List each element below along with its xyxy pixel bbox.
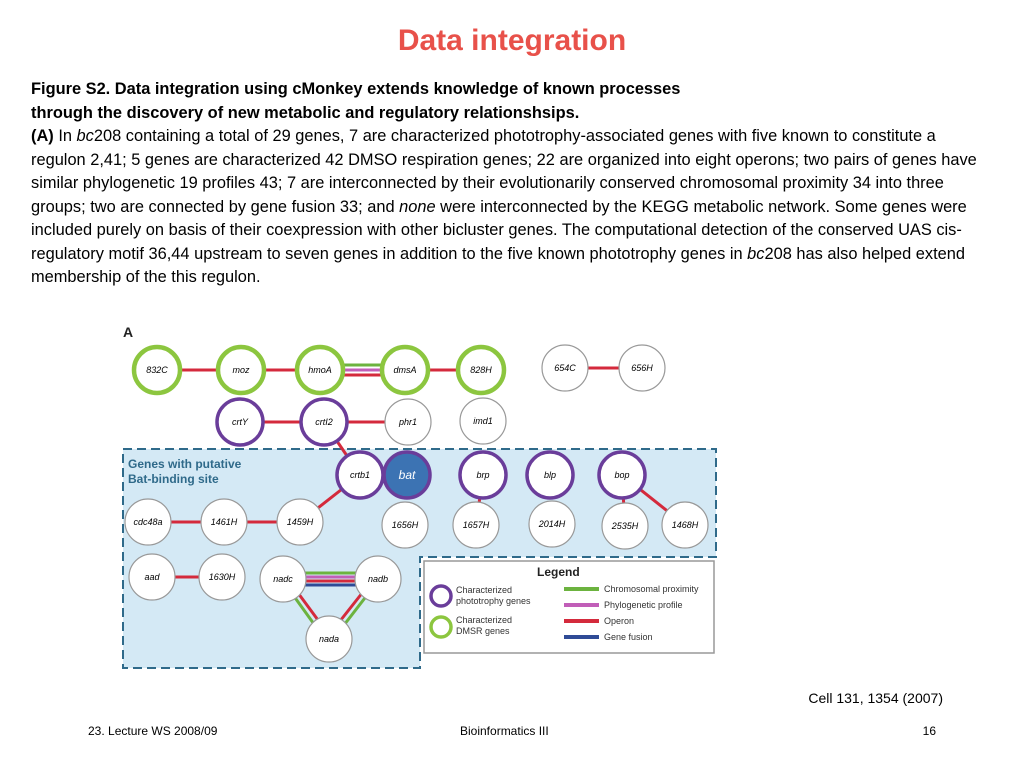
node-blp: blp [525, 450, 575, 500]
node-crtb1-label: crtb1 [350, 470, 370, 480]
legend-fusion-label: Gene fusion [604, 632, 653, 642]
node-imd1: imd1 [459, 397, 507, 445]
node-1459h: 1459H [276, 498, 324, 546]
node-1630h-label: 1630H [209, 572, 236, 582]
panel-label: A [123, 324, 133, 340]
node-crtb1: crtb1 [335, 450, 385, 500]
caption-paragraph: (A) In bc208 containing a total of 29 ge… [31, 125, 991, 290]
para-text-2: 208 containing a total of 29 genes, 7 ar… [31, 127, 977, 216]
node-656h-label: 656H [631, 363, 653, 373]
region-title-line-1: Genes with putative [128, 457, 242, 471]
node-1461h-label: 1461H [211, 517, 238, 527]
node-hmoa: hmoA [294, 344, 346, 396]
node-cdc48a-label: cdc48a [133, 517, 162, 527]
node-imd1-label: imd1 [473, 416, 493, 426]
footer-page-number: 16 [922, 724, 936, 738]
node-nadb: nadb [354, 555, 402, 603]
node-1461h: 1461H [200, 498, 248, 546]
node-2535h: 2535H [601, 502, 649, 550]
node-832c-label: 832C [146, 365, 168, 375]
figure-caption: Figure S2. Data integration using cMonke… [31, 78, 991, 290]
node-1468h-label: 1468H [672, 520, 699, 530]
caption-heading-line-1: Figure S2. Data integration using cMonke… [31, 80, 681, 98]
node-hmoa-label: hmoA [308, 365, 332, 375]
node-1656h-label: 1656H [392, 520, 419, 530]
legend-operon-label: Operon [604, 616, 634, 626]
node-brp: brp [458, 450, 508, 500]
node-1656h: 1656H [381, 501, 429, 549]
node-1468h: 1468H [661, 501, 709, 549]
para-italic-bc-2: bc [747, 244, 765, 263]
node-brp-label: brp [476, 470, 489, 480]
slide-title: Data integration [397, 24, 627, 57]
node-2014h: 2014H [528, 500, 576, 548]
bat-binding-region [122, 448, 717, 669]
footer-course: Bioinformatics III [460, 724, 549, 738]
node-nadb-label: nadb [368, 574, 388, 584]
gene-network-figure: A Genes with putative Bat-binding site 8… [122, 324, 717, 669]
para-text-1: In [53, 127, 77, 145]
node-654c-label: 654C [554, 363, 576, 373]
node-bat: bat [382, 450, 432, 500]
node-crty: crtY [215, 397, 265, 447]
para-italic-bc-1: bc [76, 127, 94, 145]
node-828h: 828H [455, 344, 507, 396]
node-blp-label: blp [544, 470, 556, 480]
node-bop: bop [597, 450, 647, 500]
legend-phylogenetic-label: Phylogenetic profile [604, 600, 683, 610]
node-1657h: 1657H [452, 501, 500, 549]
node-1657h-label: 1657H [463, 520, 490, 530]
node-nadc-label: nadc [273, 574, 293, 584]
node-moz: moz [215, 344, 267, 396]
node-1630h: 1630H [198, 553, 246, 601]
node-crti2-label: crtI2 [315, 417, 333, 427]
legend-dmsr-label-2: DMSR genes [456, 626, 510, 636]
para-italic-none: none [399, 197, 436, 216]
region-title-line-2: Bat-binding site [128, 472, 219, 486]
legend-dmsr-swatch [429, 615, 453, 639]
node-crti2: crtI2 [299, 397, 349, 447]
node-nada: nada [305, 615, 353, 663]
node-654c: 654C [541, 344, 589, 392]
node-bop-label: bop [614, 470, 629, 480]
node-phr1-label: phr1 [398, 417, 417, 427]
citation: Cell 131, 1354 (2007) [808, 690, 943, 706]
para-text-4: 208 has also helped extend membership of… [31, 244, 965, 287]
node-1459h-label: 1459H [287, 517, 314, 527]
node-828h-label: 828H [470, 365, 492, 375]
node-cdc48a: cdc48a [124, 498, 172, 546]
node-dmsa-label: dmsA [393, 365, 416, 375]
legend: Legend Characterized phototrophy genes C… [423, 560, 715, 654]
node-aad-label: aad [144, 572, 160, 582]
panel-a-label: (A) [31, 127, 54, 145]
legend-chromosomal-label: Chromosomal proximity [604, 584, 699, 594]
node-aad: aad [128, 553, 176, 601]
legend-title: Legend [537, 565, 580, 579]
node-656h: 656H [618, 344, 666, 392]
node-dmsa: dmsA [379, 344, 431, 396]
footer-lecture: 23. Lecture WS 2008/09 [88, 724, 218, 738]
legend-phototrophy-label-1: Characterized [456, 585, 512, 595]
node-bat-label: bat [399, 468, 416, 482]
node-832c: 832C [131, 344, 183, 396]
node-2014h-label: 2014H [538, 519, 566, 529]
legend-dmsr-label-1: Characterized [456, 615, 512, 625]
node-nada-label: nada [319, 634, 339, 644]
caption-heading-line-2: through the discovery of new metabolic a… [31, 103, 580, 122]
legend-phototrophy-swatch [429, 584, 453, 608]
node-2535h-label: 2535H [611, 521, 639, 531]
node-moz-label: moz [232, 365, 250, 375]
legend-phototrophy-label-2: phototrophy genes [456, 596, 531, 606]
node-phr1: phr1 [384, 398, 432, 446]
nodes: 832C moz hmoA dmsA 828H 654C 656H crtY c… [124, 344, 709, 663]
para-text-3: were interconnected by the KEGG metaboli… [31, 197, 967, 263]
node-nadc: nadc [259, 555, 307, 603]
node-crty-label: crtY [232, 417, 249, 427]
